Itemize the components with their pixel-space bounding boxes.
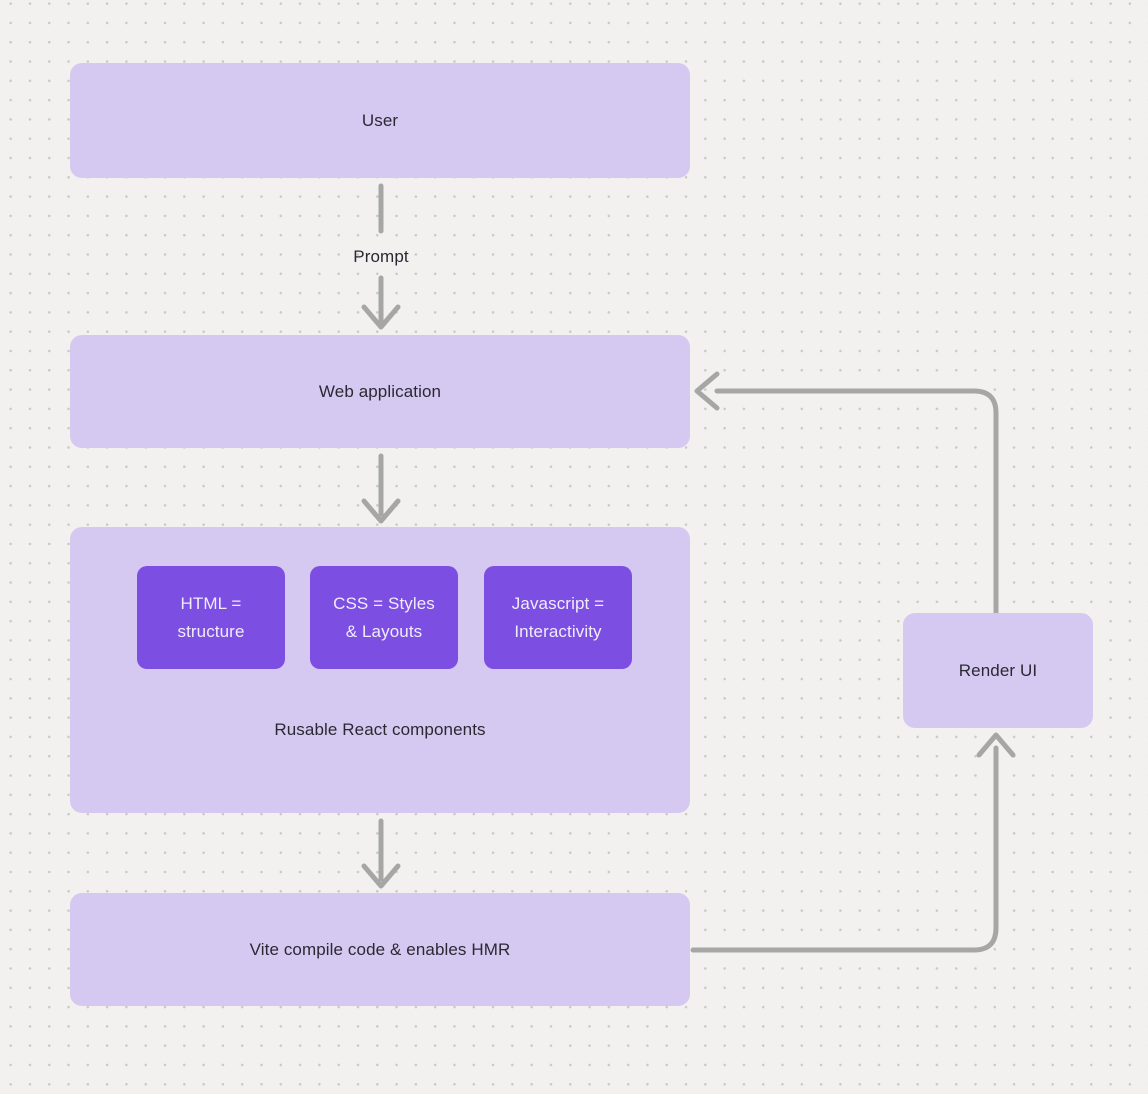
chip-html: HTML = structure [137,566,285,669]
chip-html-line2: structure [177,621,245,641]
node-web-application: Web application [70,335,690,448]
chip-css-line2: & Layouts [345,621,423,641]
arrowhead-down-components-to-vite-icon [361,863,401,889]
node-vite: Vite compile code & enables HMR [70,893,690,1006]
edge-label-prompt: Prompt [353,247,409,266]
arrowhead-down-web-to-components-icon [361,498,401,524]
node-web-application-label: Web application [318,381,442,401]
edge-vite-to-render-segment [690,745,999,953]
chip-css-line1: CSS = Styles [333,593,435,613]
node-user: User [70,63,690,178]
node-react-components-group: HTML = structure CSS = Styles & Layouts … [70,527,690,813]
chip-javascript-line1: Javascript = [511,593,605,613]
arrowhead-down-user-to-web-icon [361,304,401,330]
node-render-ui: Render UI [903,613,1093,728]
arrowhead-left-render-to-web-icon [694,371,720,411]
components-caption: Rusable React components [274,720,486,739]
chip-css: CSS = Styles & Layouts [310,566,458,669]
edge-render-to-web-segment [714,388,999,616]
node-vite-label: Vite compile code & enables HMR [249,939,511,959]
node-render-ui-label: Render UI [958,660,1038,680]
chip-html-line1: HTML = [180,593,242,613]
chip-javascript-line2: Interactivity [514,621,602,641]
arrowhead-up-vite-to-render-icon [976,732,1016,758]
chip-javascript: Javascript = Interactivity [484,566,632,669]
node-user-label: User [361,110,399,130]
